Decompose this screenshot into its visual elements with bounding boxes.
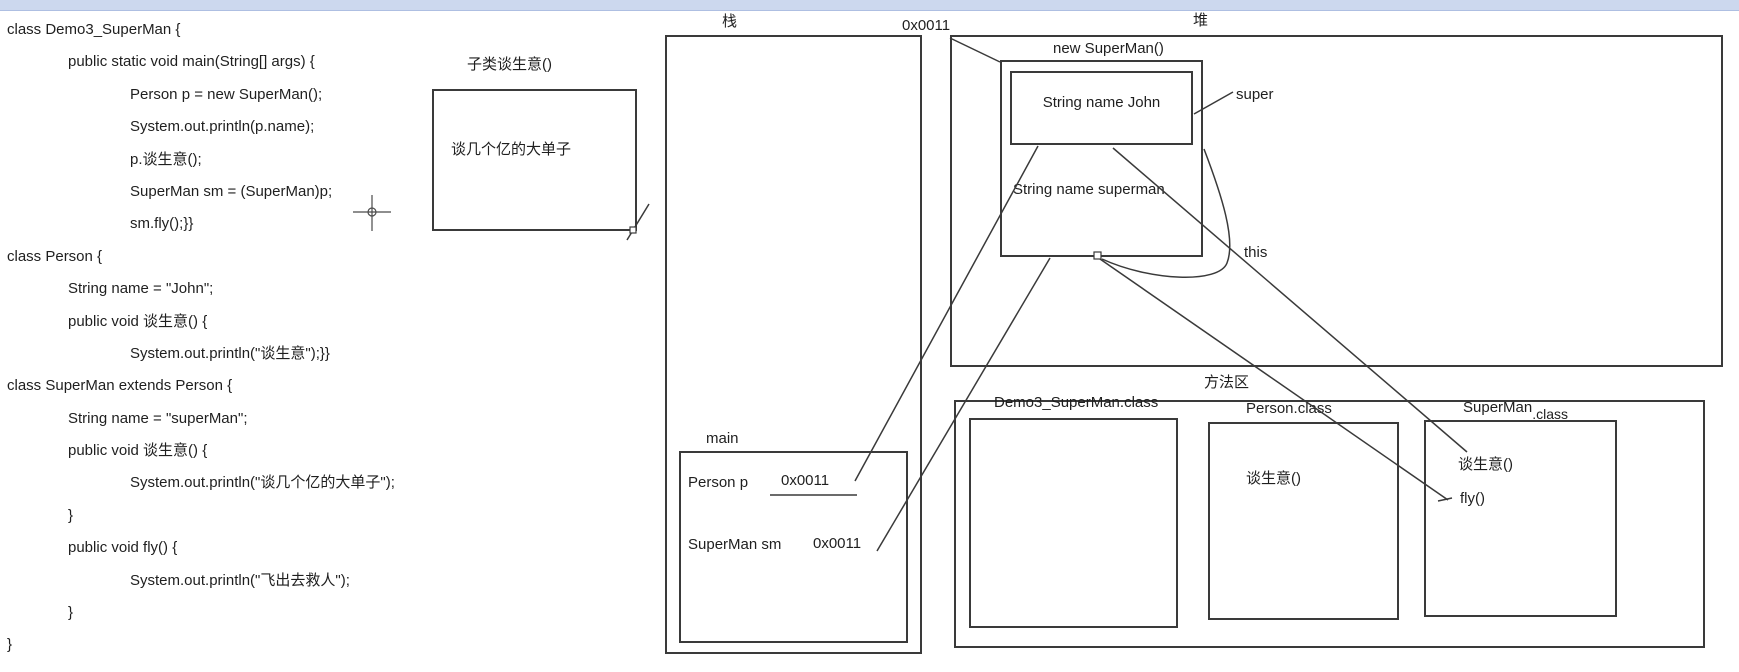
heap-address-label: 0x0011 xyxy=(902,17,951,34)
heap-label: 堆 xyxy=(1193,12,1209,29)
code-line: public static void main(String[] args) { xyxy=(68,53,315,71)
code-line: class Demo3_SuperMan { xyxy=(7,21,181,38)
java-source-code: class Demo3_SuperMan { public static voi… xyxy=(7,14,477,662)
annotation-title: 子类谈生意() xyxy=(467,56,552,73)
window-top-bar xyxy=(0,0,1739,11)
annotation-content: 谈几个亿的大单子 xyxy=(451,141,572,158)
superman-method: 谈生意() xyxy=(1458,456,1513,473)
code-line: public void 谈生意() { xyxy=(68,442,208,460)
class-label-superman-main: SuperMan xyxy=(1463,399,1533,416)
code-line: public void 谈生意() { xyxy=(68,312,208,330)
heap-super-field: String name John xyxy=(1042,94,1161,111)
code-line: System.out.println("谈生意");}} xyxy=(130,344,330,362)
code-line: String name = "superMan"; xyxy=(68,409,248,427)
heap-sub-field: String name superman xyxy=(1013,181,1165,198)
stack-var-name: Person p xyxy=(688,474,749,491)
code-line: String name = "John"; xyxy=(68,280,214,298)
code-line: p.谈生意(); xyxy=(130,150,202,168)
code-line: Person p = new SuperMan(); xyxy=(130,85,323,103)
heap-super-field-box[interactable] xyxy=(1010,71,1193,145)
class-box-person[interactable] xyxy=(1208,422,1399,620)
stack-var-value: 0x0011 xyxy=(781,472,830,489)
this-pointer-label: this xyxy=(1244,244,1268,261)
stack-label: 栈 xyxy=(722,13,738,30)
class-label-superman: SuperMan.class xyxy=(1463,398,1568,422)
code-line: public void fly() { xyxy=(68,539,178,557)
class-box-superman[interactable] xyxy=(1424,420,1617,617)
code-line: } xyxy=(7,636,13,654)
super-pointer-label: super xyxy=(1236,86,1274,103)
stack-frame-label: main xyxy=(706,430,739,447)
person-method: 谈生意() xyxy=(1246,470,1301,487)
code-line: System.out.println(p.name); xyxy=(130,118,315,136)
annotation-box[interactable] xyxy=(432,89,637,231)
code-line: sm.fly();}} xyxy=(130,215,194,233)
superman-method: fly() xyxy=(1460,490,1485,507)
code-line: } xyxy=(68,604,74,622)
stack-var-value: 0x0011 xyxy=(813,535,862,552)
stack-var-name: SuperMan sm xyxy=(688,536,782,553)
code-line: class SuperMan extends Person { xyxy=(7,377,233,395)
code-line: System.out.println("谈几个亿的大单子"); xyxy=(130,474,395,492)
class-label-person: Person.class xyxy=(1246,400,1332,417)
code-line: System.out.println("飞出去救人"); xyxy=(130,571,350,589)
class-label-demo3: Demo3_SuperMan.class xyxy=(994,394,1159,411)
code-line: } xyxy=(68,506,74,524)
code-line: class Person { xyxy=(7,247,103,265)
class-label-superman-suffix: .class xyxy=(1532,406,1569,422)
heap-object-label: new SuperMan() xyxy=(1053,40,1164,57)
method-area-label: 方法区 xyxy=(1204,374,1250,391)
code-line: SuperMan sm = (SuperMan)p; xyxy=(130,182,333,200)
class-box-demo3[interactable] xyxy=(969,418,1178,628)
